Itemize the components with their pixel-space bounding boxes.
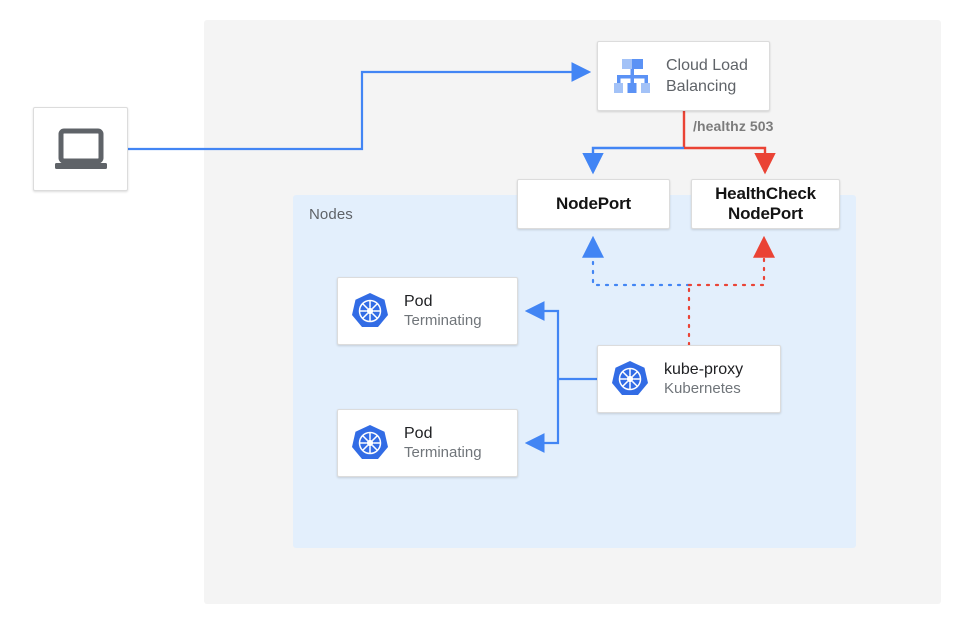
pod-1-text: Pod Terminating: [404, 292, 482, 330]
kube-proxy-text: kube-proxy Kubernetes: [664, 360, 743, 398]
nodeport-box[interactable]: NodePort: [517, 179, 670, 229]
clb-label-line1: Cloud Load: [666, 57, 748, 74]
clb-label-line2: Balancing: [666, 78, 737, 95]
pod-2-title: Pod: [404, 425, 433, 442]
cloud-load-balancing-label: Cloud Load Balancing: [666, 55, 748, 97]
healthz-status-label: /healthz 503: [693, 118, 774, 134]
kubernetes-icon: [612, 361, 648, 395]
cloud-load-balancing-node[interactable]: Cloud Load Balancing: [597, 41, 770, 111]
pod-1-status: Terminating: [404, 312, 482, 329]
pod-2-text: Pod Terminating: [404, 424, 482, 462]
kube-proxy-subtitle: Kubernetes: [664, 380, 741, 397]
healthcheck-nodeport-label-line2: NodePort: [728, 204, 803, 223]
healthcheck-nodeport-box[interactable]: HealthCheck NodePort: [691, 179, 840, 229]
client-node[interactable]: [33, 107, 128, 191]
pod-node-2[interactable]: Pod Terminating: [337, 409, 518, 477]
kubernetes-icon: [352, 425, 388, 459]
laptop-icon: [54, 128, 107, 169]
cloud-load-balancing-icon: [614, 59, 650, 93]
healthcheck-nodeport-label-line1: HealthCheck: [715, 184, 816, 203]
nodeport-label: NodePort: [556, 194, 631, 213]
kube-proxy-node[interactable]: kube-proxy Kubernetes: [597, 345, 781, 413]
kube-proxy-title: kube-proxy: [664, 361, 744, 378]
nodes-panel-label: Nodes: [309, 206, 353, 223]
pod-node-1[interactable]: Pod Terminating: [337, 277, 518, 345]
pod-1-title: Pod: [404, 293, 433, 310]
kubernetes-icon: [352, 293, 388, 327]
pod-2-status: Terminating: [404, 444, 482, 461]
